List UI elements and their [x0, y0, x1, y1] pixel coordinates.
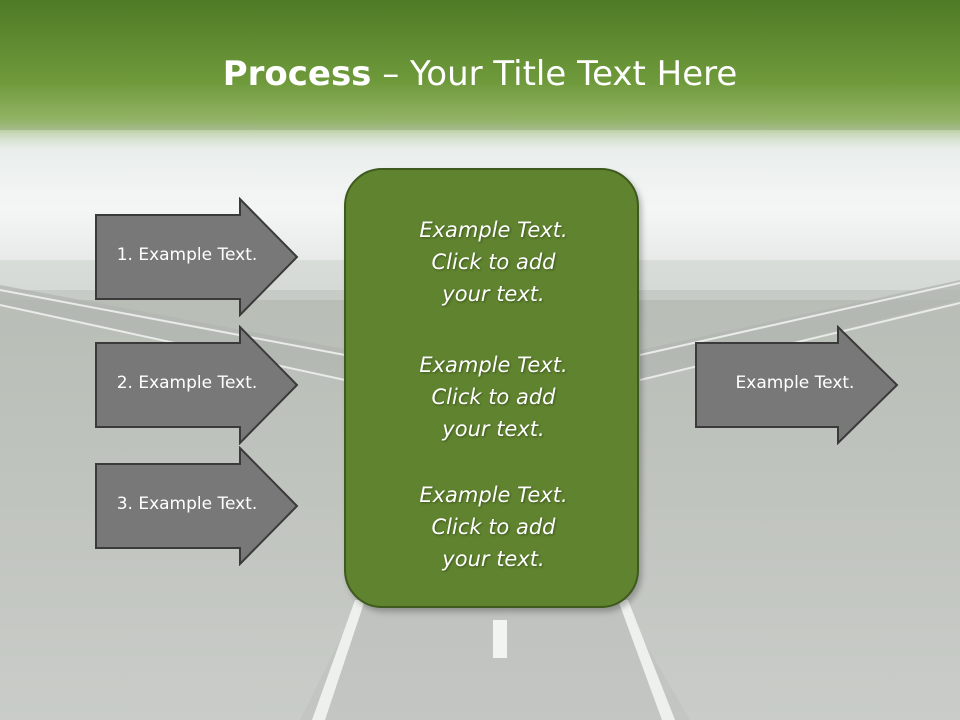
- left-arrow-2-label: 2. Example Text.: [116, 373, 258, 393]
- left-arrow-1-label: 1. Example Text.: [116, 245, 258, 265]
- title-bar: [0, 0, 960, 150]
- center-text-2: Example Text. Click to add your text.: [419, 353, 568, 441]
- title-bold: Process: [222, 54, 372, 94]
- slide-title[interactable]: Process – Your Title Text Here: [0, 52, 960, 96]
- title-rest: – Your Title Text Here: [371, 54, 738, 94]
- left-arrow-1[interactable]: [94, 197, 300, 317]
- center-text-3: Example Text. Click to add your text.: [419, 483, 568, 571]
- right-arrow[interactable]: [694, 325, 900, 445]
- center-text-1: Example Text. Click to add your text.: [419, 218, 568, 306]
- center-content-box[interactable]: Example Text. Click to add your text. Ex…: [344, 168, 639, 608]
- left-arrow-3[interactable]: [94, 446, 300, 566]
- left-arrow-2[interactable]: [94, 325, 300, 445]
- left-arrow-3-label: 3. Example Text.: [116, 494, 258, 514]
- right-arrow-label: Example Text.: [735, 373, 855, 393]
